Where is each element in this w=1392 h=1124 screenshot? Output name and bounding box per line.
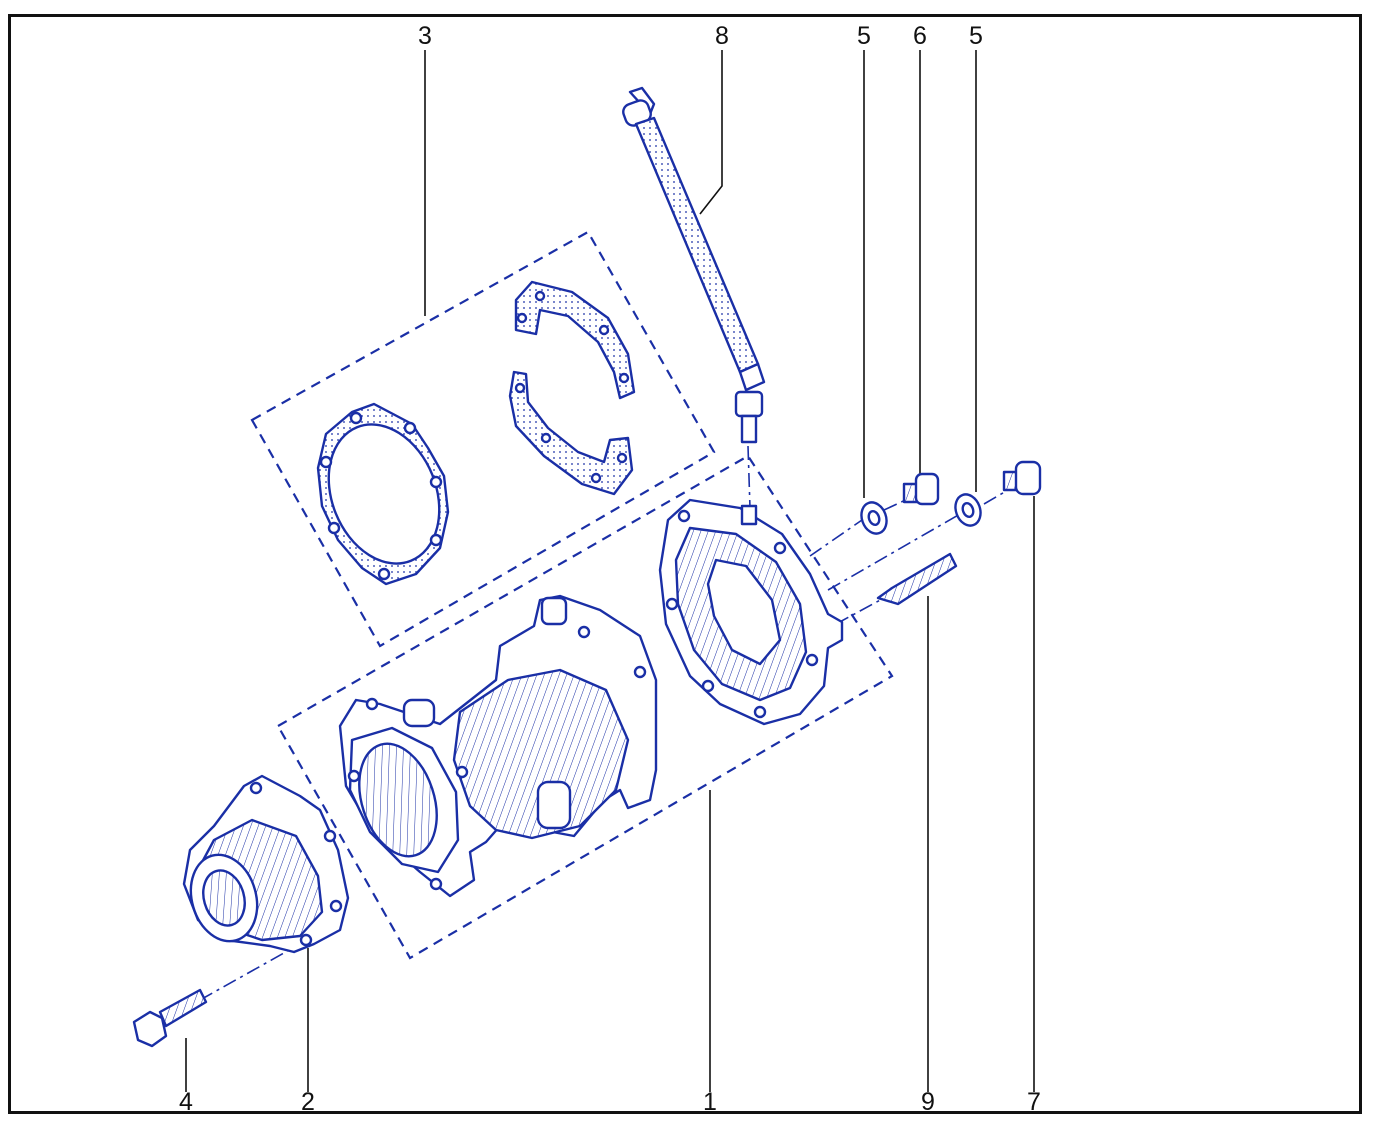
plug-icon-7 [1002, 460, 1042, 496]
washer-icon-a [860, 501, 888, 535]
breather-tube-icon [622, 86, 766, 444]
bearing-retainer-icon [182, 774, 350, 954]
leader-8 [699, 50, 723, 215]
callout-8: 8 [715, 22, 729, 50]
washer-icon-b [954, 493, 982, 527]
bolt-icon [132, 988, 208, 1048]
half-gasket-lower-icon [508, 370, 634, 496]
callout-6: 6 [913, 22, 927, 50]
callout-9: 9 [921, 1088, 935, 1116]
callout-2: 2 [301, 1088, 315, 1116]
half-gasket-upper-icon [514, 280, 636, 400]
callout-5-a: 5 [857, 22, 871, 50]
main-housing-icon [338, 594, 658, 898]
round-gasket-icon [316, 402, 450, 586]
callout-3: 3 [418, 22, 432, 50]
gasket-group-box [250, 230, 716, 648]
plug-icon-6 [902, 472, 940, 506]
callout-7: 7 [1027, 1088, 1041, 1116]
callout-1: 1 [703, 1088, 717, 1116]
housing-group-box [276, 454, 894, 960]
callout-5-b: 5 [969, 22, 983, 50]
rear-cover-icon [658, 498, 844, 726]
stud-icon [876, 552, 958, 606]
callout-4: 4 [179, 1088, 193, 1116]
